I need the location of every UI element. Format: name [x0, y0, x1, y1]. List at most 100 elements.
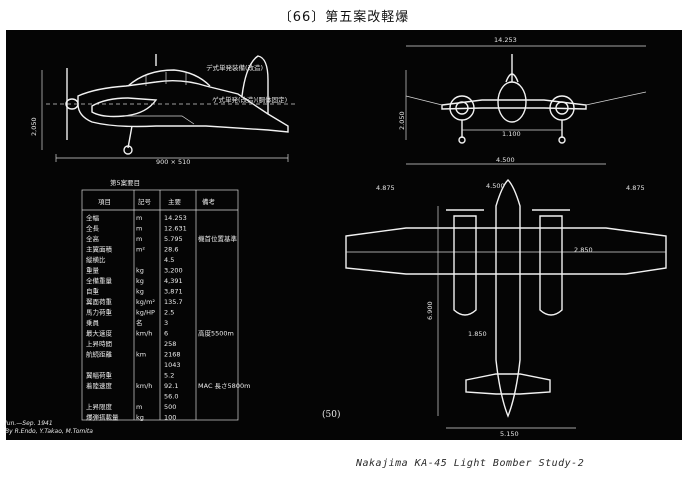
table-cell: 3,200	[164, 267, 183, 275]
signature-authors: By R.Endo, Y.Takao, M.Tomita	[5, 428, 93, 435]
front-wing	[441, 99, 587, 110]
side-note-2: ゲ式単発(改造)(胴体固定)	[212, 95, 287, 104]
top-right-label: 4.875	[626, 184, 645, 192]
table-cell: m	[136, 225, 142, 233]
top-fus-label: 1.850	[468, 330, 487, 338]
side-canopy	[127, 69, 211, 87]
table-cell: 4,391	[164, 277, 183, 285]
side-view: 2,050 900 × 510 デ式単発装備(改造) ゲ式単発(改造)(胴体固定…	[30, 54, 296, 166]
table-cell: kg	[136, 288, 144, 296]
table-cell: 航続距離	[86, 350, 113, 359]
front-height-label: 2.050	[398, 111, 406, 130]
table-cell: 4.5	[164, 256, 174, 264]
table-cell: 3	[164, 319, 168, 327]
table-cell: km/h	[136, 330, 152, 338]
side-note-1: デ式単発装備(改造)	[206, 63, 263, 72]
blueprint-sheet: 2,050 900 × 510 デ式単発装備(改造) ゲ式単発(改造)(胴体固定…	[6, 30, 682, 440]
table-col-2: 主要	[168, 197, 182, 206]
table-cell: 翼幅荷重	[86, 371, 113, 380]
table-cell: kg	[136, 414, 144, 422]
table-cell: 14.253	[164, 214, 187, 222]
side-nacelle	[91, 97, 158, 118]
page-number: (50)	[322, 410, 341, 420]
top-tailplane	[465, 373, 551, 395]
side-gear	[127, 125, 133, 149]
table-cell: 258	[164, 340, 176, 348]
table-cell: m	[136, 235, 142, 243]
page-title: 〔66〕第五案改軽爆	[278, 10, 410, 25]
table-cell: m²	[136, 246, 145, 254]
table-cell: 高度5500m	[198, 329, 234, 338]
table-cell: 56.0	[164, 393, 178, 401]
table-cell: 全幅	[86, 213, 100, 222]
table-cell: km/h	[136, 382, 152, 390]
table-cell: kg	[136, 277, 144, 285]
side-fuselage	[77, 79, 289, 133]
table-cell: 名	[136, 318, 143, 327]
table-cell: 自重	[86, 287, 100, 296]
table-cell: m	[136, 214, 142, 222]
table-col-1: 記号	[138, 197, 152, 206]
table-cell: 機首位置基準	[198, 234, 238, 243]
top-left-label: 4.875	[376, 184, 395, 192]
table-cell: 12.631	[164, 225, 187, 233]
table-cell: 5.795	[164, 235, 183, 243]
table-cell: 6	[164, 330, 168, 338]
table-col-0: 項目	[98, 198, 111, 206]
table-cell: 上昇時間	[86, 339, 112, 348]
table-col-3: 備考	[202, 197, 216, 206]
table-cell: km	[136, 351, 146, 359]
table-cell: 着陸速度	[86, 381, 113, 390]
table-cell: 重量	[86, 267, 100, 275]
front-track-label: 1.100	[502, 130, 521, 138]
top-fuselage	[495, 179, 521, 418]
table-cell: 全長	[86, 224, 100, 233]
table-cell: 2.5	[164, 309, 174, 317]
table-cell: 最大速度	[86, 329, 113, 338]
side-tail	[241, 55, 269, 114]
side-height-label: 2,050	[30, 117, 38, 136]
caption: Nakajima KA-45 Light Bomber Study-2	[356, 458, 585, 469]
table-cell: 2168	[164, 351, 181, 359]
blueprint-drawing: 2,050 900 × 510 デ式単発装備(改造) ゲ式単発(改造)(胴体固定…	[30, 36, 667, 438]
front-fuselage	[497, 81, 527, 123]
table-cell: 92.1	[164, 382, 178, 390]
table-cell: 全備重量	[86, 276, 113, 285]
table-cell: 500	[164, 403, 176, 411]
table-cell: 3,871	[164, 288, 183, 296]
table-cell: 全高	[86, 234, 100, 243]
table-cell: 5.2	[164, 372, 174, 380]
top-nacelle-right	[539, 215, 563, 316]
table-cell: 1043	[164, 361, 181, 369]
top-chord-label: 2.850	[574, 246, 593, 254]
table-cell: kg/HP	[136, 309, 155, 317]
table-cell: 馬力荷重	[86, 308, 113, 317]
table-cell: 135.7	[164, 298, 183, 306]
top-stab-label: 4.500	[496, 156, 515, 164]
table-cell: 翼面荷重	[86, 297, 113, 306]
side-length-label: 900 × 510	[156, 158, 190, 166]
table-cell: 縦横比	[86, 255, 106, 264]
table-cell: 乗員	[86, 318, 100, 327]
front-span-label: 14.253	[494, 36, 517, 44]
table-cell: 100	[164, 414, 176, 422]
top-nac-label: 4.500	[486, 182, 505, 190]
table-cell: 爆弾搭載量	[86, 413, 119, 422]
top-wing	[345, 227, 667, 275]
table-cell: 上昇限度	[86, 402, 113, 411]
spec-table: 第5案要目 項目 記号 主要 備考 全幅 m 14.253 全長 m 12.631 全高 m 5…	[81, 178, 250, 422]
top-view: 4.500 4.875 4.875 4.500 2.850 5.150 6.90…	[345, 156, 667, 438]
front-view: 14.253 1.100 2.050	[398, 36, 647, 144]
top-span-label: 5.150	[500, 430, 519, 438]
table-cell: kg	[136, 267, 144, 275]
signature-date: Jun.—Sep. 1941	[5, 420, 53, 427]
table-cell: kg/m²	[136, 298, 155, 306]
top-len-label: 6.900	[426, 301, 434, 320]
table-cell: m	[136, 403, 142, 411]
table-cell: MAC 長さ5800m	[198, 382, 250, 390]
table-cell: 28.6	[164, 246, 178, 254]
top-nacelle-left	[453, 215, 477, 316]
table-cell: 主翼面積	[86, 245, 113, 254]
table-heading: 第5案要目	[110, 178, 140, 187]
